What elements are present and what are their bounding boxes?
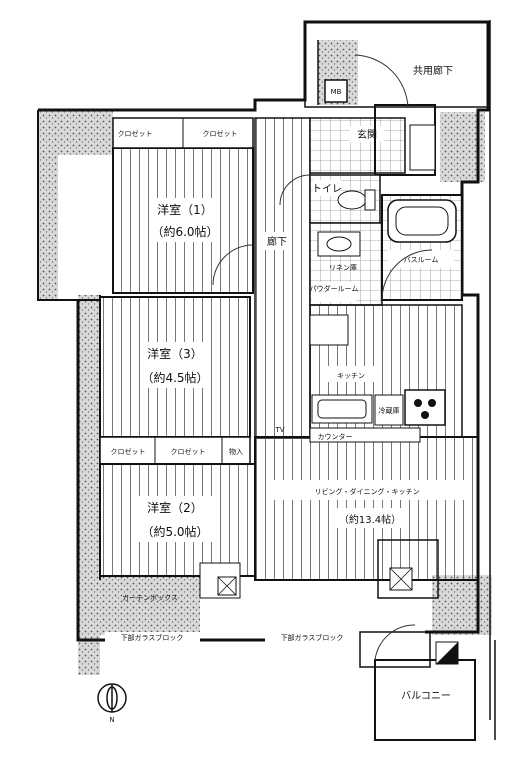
closet-label-2: クロゼット [203,129,238,138]
common-corridor-name: 共用廊下 [413,64,453,77]
room-western-2: 洋室（2） （約5.0帖） カーテンボックス [99,463,256,602]
north-arrow: N [97,683,127,724]
outer-right-walls [489,20,496,740]
western-room-2-name: 洋室（2） [147,500,203,515]
powder-room-name: パウダールーム [310,284,359,293]
closet-label-4: クロゼット [171,447,206,456]
bathroom-name: バスルーム [404,256,439,264]
room-toilet: トイレ [309,174,381,224]
mb-label: MB [331,88,342,96]
western-room-1-name: 洋室（1） [157,202,213,217]
toilet-name: トイレ [312,184,342,195]
curtain-box-label: カーテンボックス [122,594,178,602]
glass-block-label-1: 下部ガラスブロック [121,633,184,642]
room-ldk: カウンター キッチン 冷蔵庫 リビング・ダイニング・キッチン （約13.4帖） … [254,304,479,599]
room-hallway: 廊下 [254,117,311,439]
western-room-1-area: （約6.0帖） [151,224,218,239]
counter-label: カウンター [318,432,353,441]
closet-strip: クロゼット クロゼット 物入 [99,436,251,465]
balcony: バルコニー [359,624,476,741]
exterior-hatching [38,40,492,675]
closet-label-3: クロゼット [111,447,146,456]
north-label: N [109,716,114,724]
entrance-area: 玄関 共用廊下 MB [309,54,464,176]
tv-label: TV [274,426,284,434]
western-room-3-area: （約4.5帖） [141,370,208,385]
glass-block-label-2: 下部ガラスブロック [281,633,344,642]
room-western-1: 洋室（1） （約6.0帖） クロゼット クロゼット [112,117,254,294]
ldk-name: リビング・ダイニング・キッチン [315,487,420,496]
entrance-name: 玄関 [357,128,377,141]
storage-label: 物入 [229,447,243,456]
room-western-3: 洋室（3） （約4.5帖） [99,296,251,438]
balcony-name: バルコニー [401,690,451,702]
ldk-area: （約13.4帖） [339,513,401,526]
hallway-name: 廊下 [267,235,287,248]
kitchen-name: キッチン [337,372,365,380]
closet-label-1: クロゼット [118,129,153,138]
western-room-2-area: （約5.0帖） [141,524,208,539]
room-bathroom: バスルーム [381,194,463,301]
fridge-label: 冷蔵庫 [379,406,400,415]
western-room-3-name: 洋室（3） [147,346,203,361]
room-powder: パウダールーム リネン庫 [309,222,383,306]
glass-blocks: 下部ガラスブロック 下部ガラスブロック [105,632,360,642]
linen-label: リネン庫 [329,263,357,272]
